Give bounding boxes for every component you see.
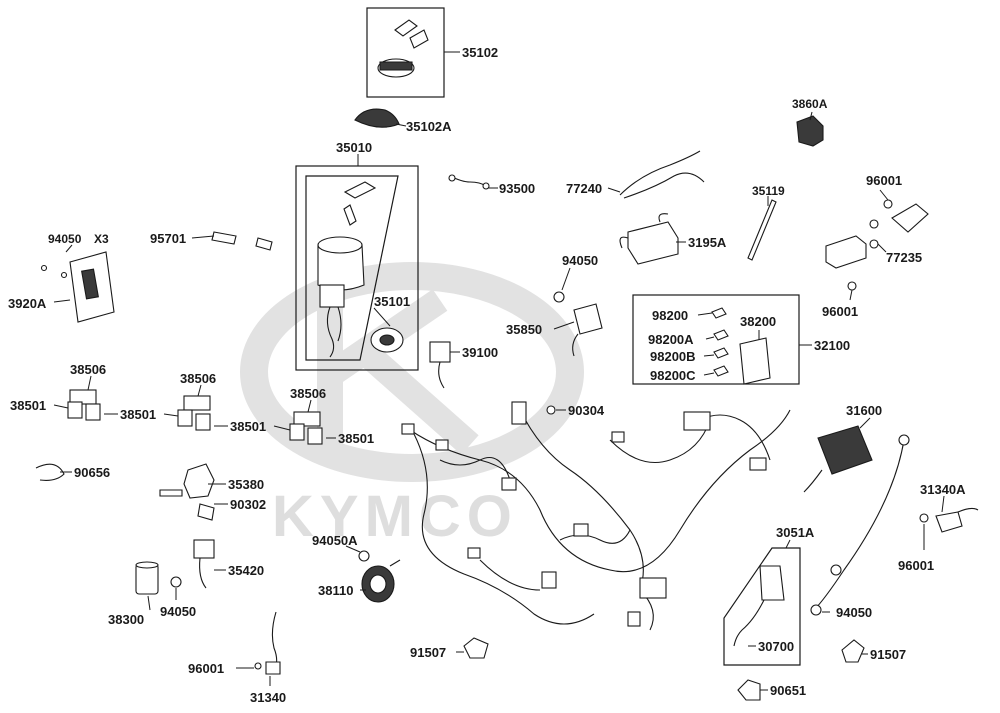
fuse-box-38200 [739,337,771,385]
box-35010 [295,165,419,371]
label-93500: 93500 [499,181,535,196]
bolt-90302 [197,503,215,521]
label-31600: 31600 [846,403,882,418]
label-35850: 35850 [506,322,542,337]
label-35119: 35119 [752,184,785,198]
bolt-95701 [211,231,273,251]
horn-38110 [361,559,401,603]
label-90651: 90651 [770,683,806,698]
label-38110: 38110 [318,583,353,598]
cable-77240 [619,150,705,199]
nut-94050A [358,550,370,562]
clip-90656 [35,463,65,481]
label-38501-d: 38501 [338,431,374,446]
label-35102A: 35102A [406,119,452,134]
part-labels: 35102 35102A 3860A 35010 93500 77240 351… [8,45,966,705]
label-94050-bottom-left: 94050 [160,604,196,619]
label-38506-left: 38506 [70,362,106,377]
relay-set-right [289,411,323,445]
nut-94050-b [170,576,182,588]
label-77235: 77235 [886,250,922,265]
relay-set-left [67,389,101,421]
buzzer-38300 [135,561,159,595]
label-38506-right: 38506 [290,386,326,401]
label-3051A: 3051A [776,525,815,540]
relay-3195A [619,213,679,265]
box-3051A [723,547,801,666]
label-77240: 77240 [566,181,602,196]
label-98200B: 98200B [650,349,696,364]
label-98200A: 98200A [648,332,694,347]
label-32100: 32100 [814,338,850,353]
label-98200: 98200 [652,308,688,323]
relay-set-middle [177,395,211,431]
label-3195A: 3195A [688,235,727,250]
clip-3860A [796,115,824,147]
sensor-31340 [254,611,281,675]
ignition-switch-35010 [317,181,404,358]
label-31340: 31340 [250,690,286,705]
label-94050A: 94050A [312,533,358,548]
label-91507-left: 91507 [410,645,446,660]
label-3920A: 3920A [8,296,47,311]
relay-35420 [193,539,215,589]
watermark-logo: KYMCO [240,262,584,549]
label-90656: 90656 [74,465,110,480]
label-31340A: 31340A [920,482,966,497]
label-96001-top: 96001 [866,173,902,188]
label-30700: 30700 [758,639,794,654]
sensor-35380 [159,463,215,499]
nut-90304 [546,405,556,415]
label-3860A: 3860A [792,97,828,111]
label-35102: 35102 [462,45,498,60]
label-90302: 90302 [230,497,266,512]
label-98200C: 98200C [650,368,696,383]
label-35101: 35101 [374,294,410,309]
connector-35850 [572,303,603,357]
rod-35119 [747,199,777,261]
sensor-31340A [919,507,979,533]
regulator-31600 [803,425,873,493]
label-35420: 35420 [228,563,264,578]
label-96001-mid: 96001 [822,304,858,319]
main-wire-harness [401,401,791,631]
bracket-77235 [825,199,929,291]
clip-91507-b [841,639,865,663]
screw-93500 [448,174,490,190]
label-38501-c: 38501 [230,419,266,434]
label-96001-bottom: 96001 [188,661,224,676]
ignition-coil-30700 [733,565,785,647]
label-95701: 95701 [150,231,186,246]
label-39100: 39100 [462,345,498,360]
clip-90651 [737,679,761,701]
label-35010: 35010 [336,140,372,155]
leader-lines [53,51,945,691]
clip-91507-a [463,637,489,659]
label-94050-mid: 94050 [562,253,598,268]
sensor-39100 [429,341,451,389]
label-38501-b: 38501 [120,407,156,422]
label-94050-bottom-right: 94050 [836,605,872,620]
label-38501-a: 38501 [10,398,46,413]
cdi-3920A [40,251,115,323]
label-35380: 35380 [228,477,264,492]
label-38506-middle: 38506 [180,371,216,386]
box-35102 [366,7,445,98]
box-35010-inner [305,175,399,361]
label-x3: X3 [94,232,109,246]
label-96001-right: 96001 [898,558,934,573]
label-38300: 38300 [108,612,144,627]
label-38200: 38200 [740,314,776,329]
fuses-98200 [711,307,729,377]
cable-long [810,434,910,616]
label-91507-right: 91507 [870,647,906,662]
cover-35102A [354,108,400,128]
watermark-brand-text: KYMCO [272,484,518,549]
label-90304: 90304 [568,403,605,418]
label-94050-x3: 94050 [48,232,82,246]
key-set-35102 [377,19,429,78]
box-32100 [632,294,800,385]
nut-94050-a [553,291,565,303]
